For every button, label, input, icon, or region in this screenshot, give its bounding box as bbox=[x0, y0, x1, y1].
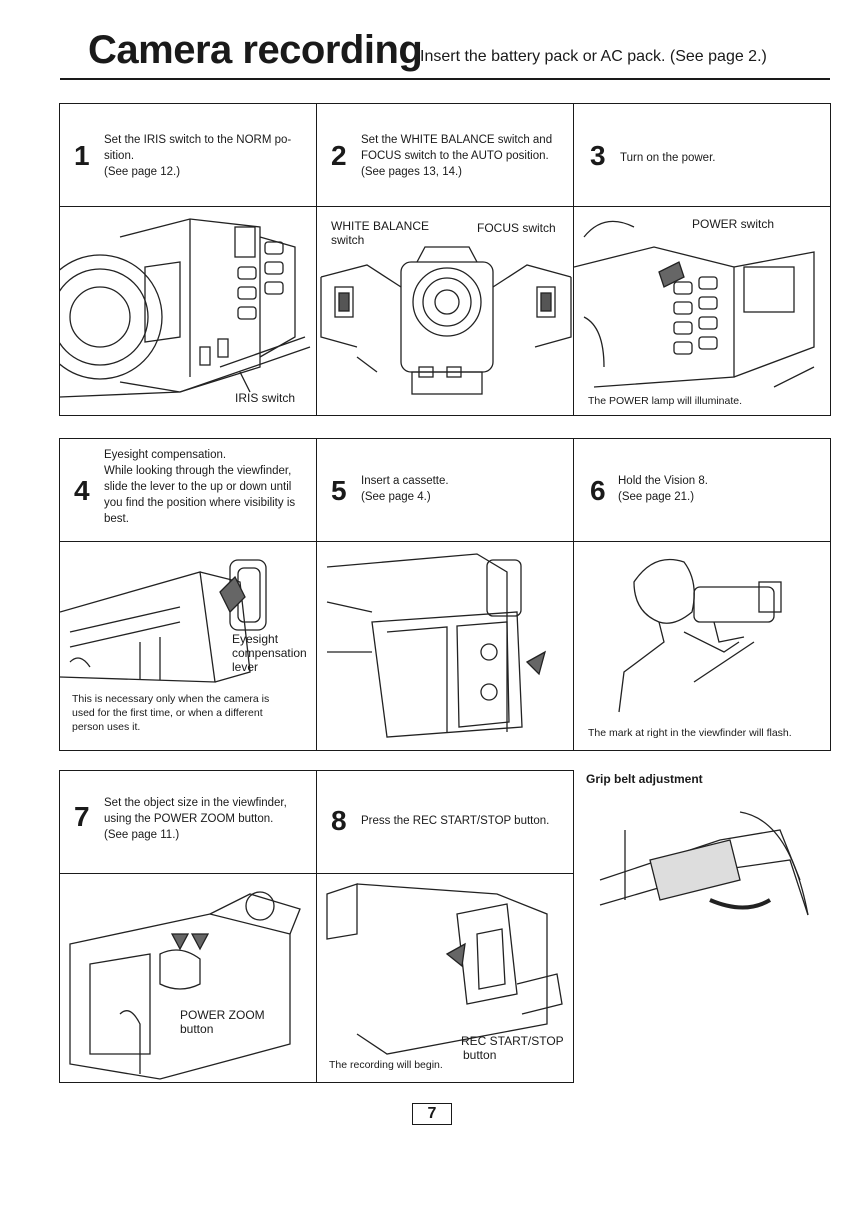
step-text: Set the IRIS switch to the NORM po-sitio… bbox=[104, 134, 292, 178]
step-7-text-cell: 7 Set the object size in the viewfinder,… bbox=[59, 770, 317, 874]
step-6-text-cell: 6 Hold the Vision 8.(See page 21.) bbox=[573, 438, 831, 542]
step-number: 1 bbox=[74, 140, 90, 171]
step-number: 6 bbox=[590, 475, 606, 506]
eyesight-lever-illustration bbox=[60, 559, 267, 683]
step-number: 8 bbox=[331, 805, 347, 836]
power-zoom-illustration bbox=[69, 891, 301, 1080]
step-number: 3 bbox=[590, 140, 606, 171]
step-text: Hold the Vision 8.(See page 21.) bbox=[618, 475, 708, 503]
holding-camera-illustration bbox=[618, 558, 782, 713]
recording-caption: The recording will begin. bbox=[329, 1059, 443, 1071]
eyesight-caption: This is necessary only when the camera i… bbox=[72, 693, 270, 733]
page-number: 7 bbox=[412, 1103, 452, 1125]
viewfinder-caption: The mark at right in the viewfinder will… bbox=[588, 727, 792, 739]
step-text: Set the object size in the viewfinder,us… bbox=[104, 797, 287, 841]
header-rule bbox=[60, 78, 830, 80]
camera-front-illustration bbox=[320, 246, 572, 395]
step-number: 2 bbox=[331, 140, 347, 171]
step-8-text-cell: 8 Press the REC START/STOP button. bbox=[316, 770, 574, 874]
step-text: Eyesight compensation.While looking thro… bbox=[104, 449, 296, 525]
step-5-text-cell: 5 Insert a cassette.(See page 4.) bbox=[316, 438, 574, 542]
step-3-illustration: POWER switch The POWER lamp will illumin… bbox=[573, 206, 831, 416]
step-number: 7 bbox=[74, 801, 90, 832]
step-5-illustration bbox=[316, 541, 574, 751]
step-6-illustration: The mark at right in the viewfinder will… bbox=[573, 541, 831, 751]
step-text: Turn on the power. bbox=[620, 152, 716, 164]
step-number: 5 bbox=[331, 475, 347, 506]
focus-switch-label: FOCUS switch bbox=[477, 221, 556, 235]
grip-belt-title: Grip belt adjustment bbox=[586, 772, 703, 786]
step-4-text-cell: 4 Eyesight compensation.While looking th… bbox=[59, 438, 317, 542]
rec-button-illustration bbox=[326, 883, 563, 1055]
power-switch-label: POWER switch bbox=[692, 217, 775, 231]
step-3-text-cell: 3 Turn on the power. bbox=[573, 103, 831, 207]
step-number: 4 bbox=[74, 475, 90, 506]
step-text: Insert a cassette.(See page 4.) bbox=[361, 475, 449, 503]
camera-iris-illustration bbox=[60, 218, 311, 398]
cassette-insert-illustration bbox=[326, 553, 547, 738]
page-subtitle: Insert the battery pack or AC pack. (See… bbox=[420, 48, 767, 65]
step-text: Press the REC START/STOP button. bbox=[361, 815, 550, 827]
step-1-text-cell: 1 Set the IRIS switch to the NORM po-sit… bbox=[59, 103, 317, 207]
iris-switch-label: IRIS switch bbox=[235, 391, 296, 405]
page-title: Camera recording bbox=[88, 28, 423, 72]
power-caption: The POWER lamp will illuminate. bbox=[588, 395, 743, 407]
camera-power-illustration bbox=[574, 220, 815, 388]
step-1-illustration: IRIS switch bbox=[59, 206, 317, 416]
